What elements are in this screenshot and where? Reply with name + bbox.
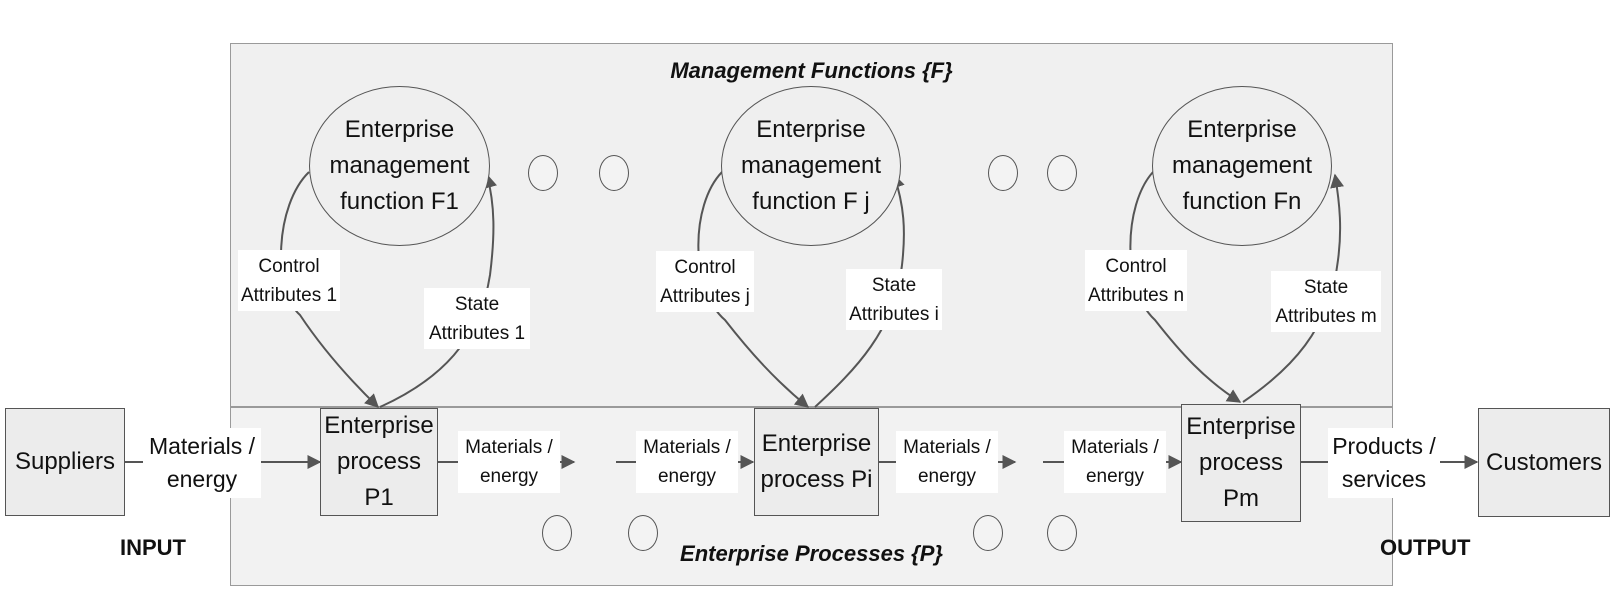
ellipsis-dot [542, 515, 572, 551]
state-label-i-line1: State [871, 274, 917, 296]
function-f1-line1: Enterprise [344, 116, 455, 143]
process-p1-line2: process P1 [336, 448, 422, 511]
customers-box: Customers [1478, 408, 1610, 517]
function-fn-line1: Enterprise [1187, 116, 1297, 143]
control-label-j-line1: Control [674, 256, 736, 278]
state-label-1: State Attributes 1 [424, 288, 530, 349]
process-p1-line1: Enterprise [324, 412, 434, 439]
state-label-1-line1: State [454, 293, 500, 315]
flow-label-pi-out-line1: Materials / [903, 437, 991, 458]
control-label-1: Control Attributes 1 [238, 250, 340, 311]
output-label: OUTPUT [1380, 535, 1471, 560]
management-functions-title: Management Functions {F} [670, 58, 953, 83]
suppliers-box: Suppliers [5, 408, 125, 516]
function-f1: Enterprise management function F1 [309, 86, 490, 246]
function-fj: Enterprise management function F j [721, 86, 901, 246]
control-arrow-j [697, 171, 810, 408]
state-label-m-line1: State [1303, 276, 1349, 298]
enterprise-processes-title: Enterprise Processes {P} [680, 541, 943, 566]
control-arrow-1 [280, 171, 380, 408]
flow-label-p1-out: Materials / energy [458, 431, 560, 493]
flow-label-p1-out-line2: energy [479, 466, 539, 487]
process-pm-line1: Enterprise [1186, 413, 1296, 440]
flow-label-pm-in-line2: energy [1085, 466, 1145, 487]
function-fj-line3: function F j [752, 188, 870, 215]
function-fn-line3: function Fn [1182, 188, 1302, 215]
input-label: INPUT [120, 535, 186, 560]
flow-label-supplier-to-p1-line1: Materials / [148, 433, 256, 459]
flow-label-pm-to-customers-line2: services [1341, 466, 1427, 492]
flow-label-pi-in: Materials / energy [636, 431, 738, 493]
flow-label-pm-to-customers: Products / services [1328, 428, 1440, 498]
process-pi-line1: Enterprise [761, 430, 872, 457]
function-fn: Enterprise management function Fn [1152, 86, 1332, 246]
function-fj-line2: management [740, 152, 882, 179]
ellipsis-dot [628, 515, 658, 551]
control-label-n-line1: Control [1105, 255, 1167, 277]
flow-label-pi-out-line2: energy [917, 466, 977, 487]
flow-label-pm-to-customers-line1: Products / [1332, 433, 1436, 459]
flow-label-pm-in: Materials / energy [1064, 431, 1166, 493]
process-pm-line3: Pm [1222, 485, 1259, 512]
process-pm: Enterprise process Pm [1181, 404, 1301, 522]
ellipsis-dot [988, 155, 1018, 191]
control-arrow-n [1129, 171, 1242, 403]
process-pi: Enterprise process Pi [754, 408, 879, 516]
process-pi-line2: process Pi [760, 466, 873, 493]
flow-label-supplier-to-p1-line2: energy [166, 466, 238, 492]
flow-label-pm-in-line1: Materials / [1071, 437, 1159, 458]
state-arrow-1 [379, 173, 498, 408]
flow-label-pi-in-line1: Materials / [643, 437, 731, 458]
flow-label-pi-in-line2: energy [657, 466, 717, 487]
state-label-m: State Attributes m [1271, 271, 1381, 332]
function-f1-line3: function F1 [340, 188, 459, 215]
ellipsis-dot [528, 155, 558, 191]
suppliers-label: Suppliers [14, 448, 116, 475]
flow-label-p1-out-line1: Materials / [465, 437, 553, 458]
customers-label: Customers [1485, 448, 1603, 476]
function-fn-line2: management [1171, 152, 1313, 179]
state-label-1-line2: Attributes 1 [428, 322, 526, 344]
state-label-i-line2: Attributes i [849, 303, 939, 325]
process-p1: Enterprise process P1 [320, 408, 438, 516]
ellipsis-dot [1047, 155, 1077, 191]
control-label-n-line2: Attributes n [1087, 284, 1185, 306]
function-f1-line2: management [329, 152, 470, 179]
flow-label-supplier-to-p1: Materials / energy [143, 428, 261, 498]
control-label-j: Control Attributes j [656, 251, 754, 312]
ellipsis-dot [1047, 515, 1077, 551]
ellipsis-dot [599, 155, 629, 191]
control-label-j-line2: Attributes j [660, 285, 750, 307]
control-label-n: Control Attributes n [1085, 250, 1187, 311]
flow-label-pi-out: Materials / energy [896, 431, 998, 493]
control-label-1-line2: Attributes 1 [240, 284, 338, 306]
control-label-1-line1: Control [258, 255, 320, 277]
function-fj-line1: Enterprise [756, 116, 866, 143]
state-label-m-line2: Attributes m [1275, 305, 1377, 327]
process-pm-line2: process [1198, 449, 1284, 476]
state-label-i: State Attributes i [846, 269, 942, 330]
ellipsis-dot [973, 515, 1003, 551]
